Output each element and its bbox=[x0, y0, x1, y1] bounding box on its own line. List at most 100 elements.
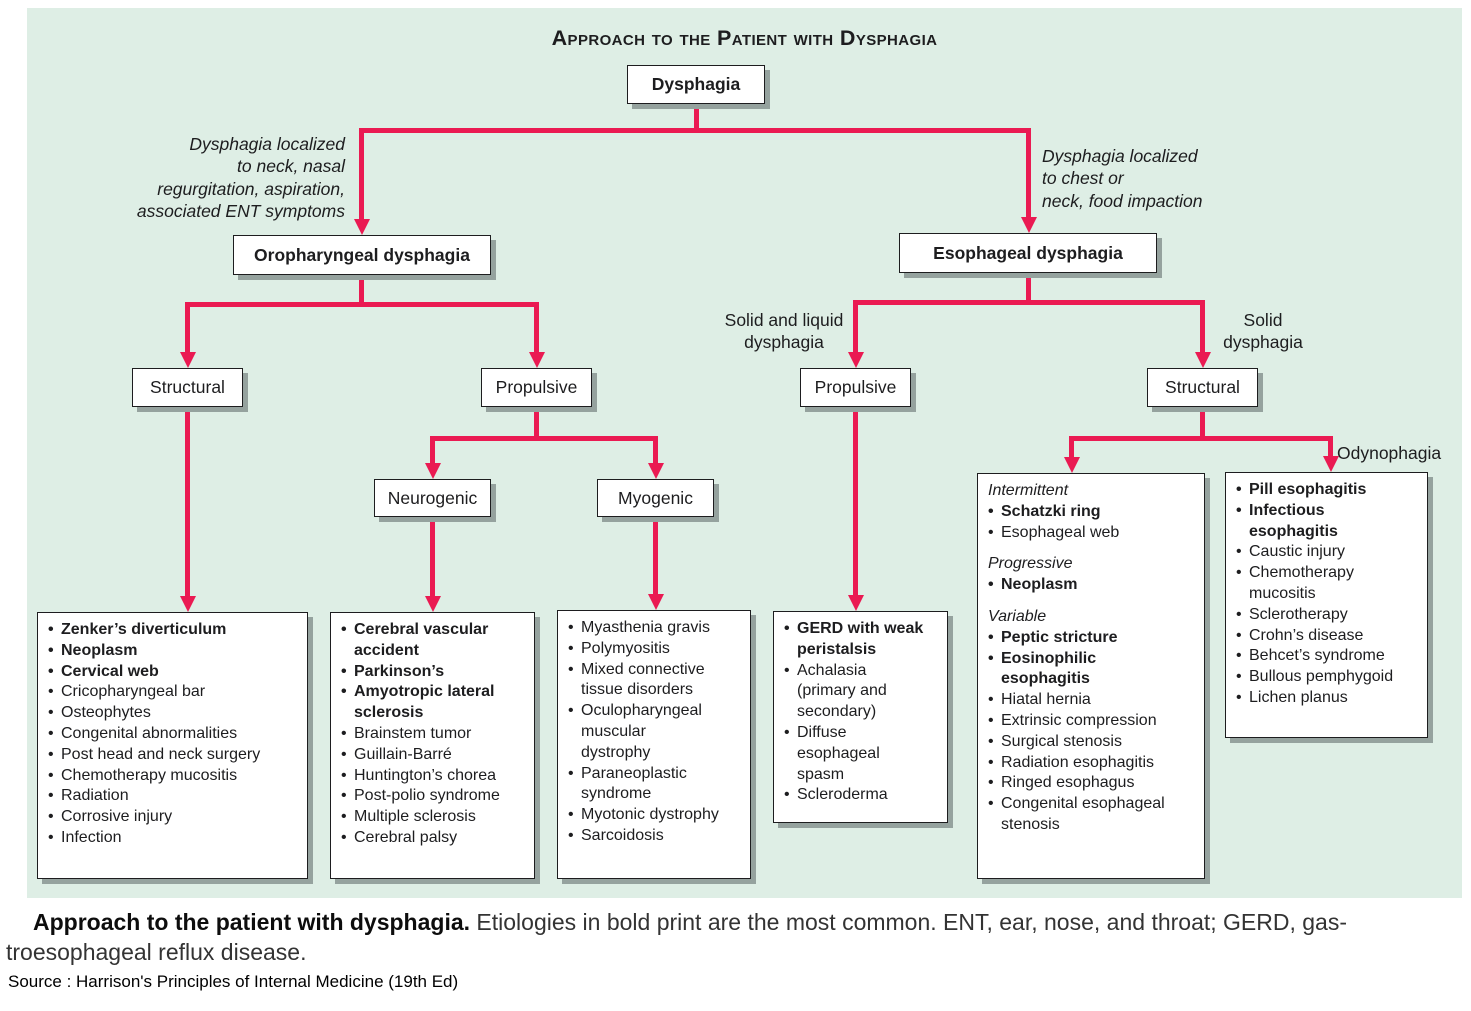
bullet-icon: • bbox=[568, 660, 574, 678]
list-item: •Huntington’s chorea bbox=[341, 766, 526, 787]
list-item-label: Multiple sclerosis bbox=[354, 808, 476, 826]
list-item-label: Polymyositis bbox=[581, 639, 670, 657]
node-oropharyngeal-dysphagia: Oropharyngeal dysphagia bbox=[233, 235, 491, 275]
list-item: •Pill esophagitis bbox=[1236, 480, 1419, 501]
list-item: •Peptic stricture bbox=[988, 628, 1196, 649]
list-group-heading: Variable bbox=[988, 607, 1196, 628]
bullet-icon: • bbox=[568, 826, 574, 844]
list-item: •Mixed connective tissue disorders bbox=[568, 660, 742, 702]
list-item: •Cerebral vascular accident bbox=[341, 620, 526, 662]
bullet-icon: • bbox=[568, 806, 574, 824]
bullet-icon: • bbox=[784, 786, 790, 804]
bullet-icon: • bbox=[341, 683, 347, 701]
arrowhead-icon bbox=[425, 463, 441, 479]
bullet-icon: • bbox=[341, 766, 347, 784]
list-item-label: Post-polio syndrome bbox=[354, 787, 500, 805]
list-item-label: Cerebral palsy bbox=[354, 828, 458, 846]
list-item: • Post head and neck surgery bbox=[48, 745, 299, 766]
list-item: •Zenker’s diverticulum bbox=[48, 620, 299, 641]
arrowhead-icon bbox=[1195, 352, 1211, 368]
bullet-icon: • bbox=[48, 745, 54, 763]
list-item-label: Amyotropic lateral sclerosis bbox=[354, 683, 495, 722]
list-item-label: Variable bbox=[988, 607, 1047, 625]
connector-segment bbox=[653, 517, 658, 594]
list-item: • Hiatal hernia bbox=[988, 690, 1196, 711]
annotation-solid-dysphagia: Solid dysphagia bbox=[1223, 310, 1303, 353]
list-item-label: Neoplasm bbox=[1001, 576, 1078, 594]
list-item: •Congenital abnormalities bbox=[48, 724, 299, 745]
list-item-label: Radiation esophagitis bbox=[1001, 753, 1154, 771]
list-item: •Schatzki ring bbox=[988, 502, 1196, 523]
connector-segment bbox=[1069, 436, 1333, 441]
list-item-label: Myotonic dystrophy bbox=[581, 806, 719, 824]
arrowhead-icon bbox=[648, 594, 664, 610]
list-item-label: Diffuse esophageal spasm bbox=[797, 723, 880, 783]
connector-segment bbox=[430, 517, 435, 596]
bullet-icon: • bbox=[48, 808, 54, 826]
bullet-icon: • bbox=[341, 724, 347, 742]
bullet-icon: • bbox=[1236, 543, 1242, 561]
bullet-icon: • bbox=[568, 764, 574, 782]
bullet-icon: • bbox=[48, 766, 54, 784]
list-item: •GERD with weak peristalsis bbox=[784, 619, 939, 661]
list-item: • Brainstem tumor bbox=[341, 724, 526, 745]
list-structural-esophageal-causes: Intermittent•Schatzki ring•Esophageal we… bbox=[977, 473, 1205, 879]
bullet-icon: • bbox=[341, 828, 347, 846]
bullet-icon: • bbox=[988, 753, 994, 771]
list-item-label: Cricopharyngeal bar bbox=[61, 683, 206, 701]
list-item-label: Brainstem tumor bbox=[354, 724, 472, 742]
bullet-icon: • bbox=[988, 691, 994, 709]
list-item: •Parkinson’s bbox=[341, 662, 526, 683]
list-item: • Corrosive injury bbox=[48, 807, 299, 828]
annotation-odynophagia: Odynophagia bbox=[1337, 443, 1442, 463]
list-item: •Sclerotherapy bbox=[1236, 605, 1419, 626]
bullet-icon: • bbox=[988, 628, 994, 646]
list-item: •Post-polio syndrome bbox=[341, 786, 526, 807]
list-item-label: Post head and neck surgery bbox=[61, 745, 261, 763]
connector-segment bbox=[653, 436, 658, 463]
connector-segment bbox=[694, 104, 699, 133]
arrowhead-icon bbox=[1323, 456, 1339, 472]
list-item: •Sarcoidosis bbox=[568, 826, 742, 847]
bullet-icon: • bbox=[48, 787, 54, 805]
list-item-label: Cervical web bbox=[61, 662, 159, 680]
arrowhead-icon bbox=[180, 596, 196, 612]
connector-segment bbox=[853, 300, 1205, 305]
arrowhead-icon bbox=[425, 596, 441, 612]
arrowhead-icon bbox=[648, 463, 664, 479]
list-item-label: Behcet’s syndrome bbox=[1249, 647, 1385, 665]
bullet-icon: • bbox=[1236, 668, 1242, 686]
bullet-icon: • bbox=[341, 621, 347, 638]
list-item: •Infection bbox=[48, 828, 299, 849]
bullet-icon: • bbox=[568, 639, 574, 657]
bullet-icon: • bbox=[341, 745, 347, 763]
list-item-label: Congenital abnormalities bbox=[61, 724, 238, 742]
list-item-label: Corrosive injury bbox=[61, 808, 173, 826]
connector-segment bbox=[1026, 273, 1031, 303]
connector-segment bbox=[1200, 407, 1205, 439]
list-item-label: Chemotherapy mucositis bbox=[61, 766, 238, 784]
list-item: •Extrinsic compression bbox=[988, 711, 1196, 732]
node-structural-right: Structural bbox=[1147, 368, 1258, 407]
list-item: •Crohn’s disease bbox=[1236, 626, 1419, 647]
list-item: • Polymyositis bbox=[568, 639, 742, 660]
list-item: • Amyotropic lateral sclerosis bbox=[341, 682, 526, 724]
bullet-icon: • bbox=[784, 620, 790, 637]
caption-text: Etiologies in bold print are the most co… bbox=[470, 909, 1348, 935]
bullet-icon: • bbox=[1236, 564, 1242, 582]
connector-segment bbox=[185, 302, 190, 352]
connector-segment bbox=[534, 407, 539, 439]
bullet-icon: • bbox=[988, 523, 994, 541]
bullet-icon: • bbox=[1236, 481, 1242, 498]
list-item: • Chemotherapy mucositis bbox=[48, 766, 299, 787]
bullet-icon: • bbox=[1236, 501, 1242, 519]
list-item: •Paraneoplastic syndrome bbox=[568, 764, 742, 806]
connector-segment bbox=[185, 407, 190, 596]
list-item-label: Hiatal hernia bbox=[1001, 691, 1091, 709]
node-myogenic: Myogenic bbox=[597, 479, 714, 517]
list-item-label: Sclerotherapy bbox=[1249, 605, 1348, 623]
bullet-icon: • bbox=[988, 576, 994, 594]
list-item: •Scleroderma bbox=[784, 785, 939, 806]
list-item: •Bullous pemphygoid bbox=[1236, 667, 1419, 688]
